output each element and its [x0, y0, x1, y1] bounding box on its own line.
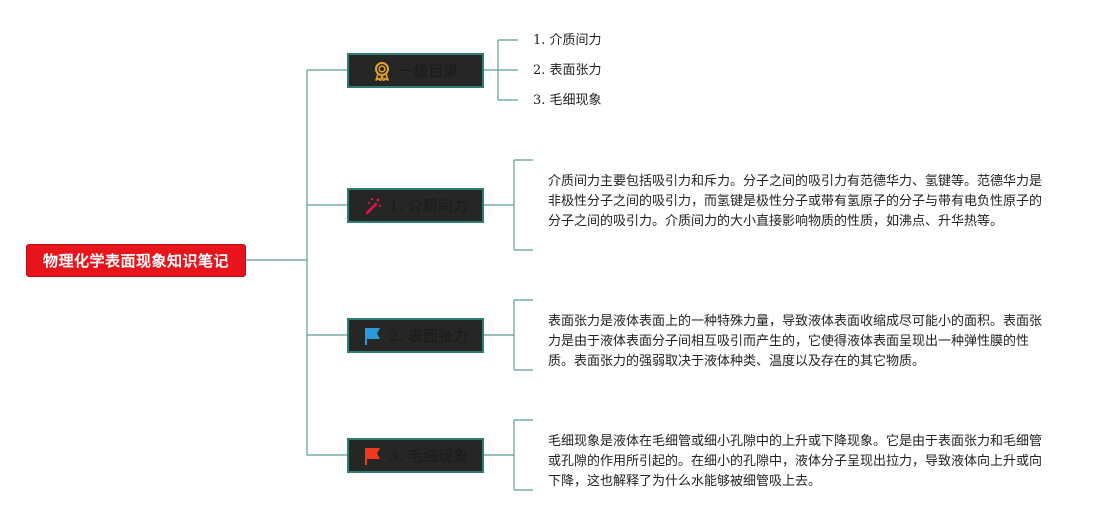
branch-node-intermolecular-force[interactable]: 1. 介质间力: [347, 188, 484, 223]
toc-item[interactable]: 1. 介质间力: [533, 33, 602, 48]
root-node[interactable]: 物理化学表面现象知识笔记: [26, 244, 246, 277]
branch-node-capillary[interactable]: 3. 毛细现象: [347, 438, 484, 473]
root-title: 物理化学表面现象知识笔记: [42, 252, 229, 270]
connector-desc-1: [484, 159, 533, 251]
description-capillary: 毛细现象是液体在毛细管或细小孔隙中的上升或下降现象。它是由于表面张力和毛细管或孔…: [548, 434, 1043, 489]
branch-label: 一级目录: [398, 62, 459, 80]
branch-node-toc[interactable]: 一级目录: [347, 53, 484, 88]
branch-label: 1. 介质间力: [388, 197, 469, 215]
description-intermolecular-force: 介质间力主要包括吸引力和斥力。分子之间的吸引力有范德华力、氢键等。范德华力是非极…: [548, 174, 1043, 229]
connector-toc: [484, 39, 518, 101]
branch-node-surface-tension[interactable]: 2. 表面张力: [347, 318, 484, 353]
award-medal-icon: [372, 61, 392, 81]
description-surface-tension: 表面张力是液体表面上的一种特殊力量，导致液体表面收缩成尽可能小的面积。表面张力是…: [548, 314, 1043, 369]
toc-item[interactable]: 3. 毛细现象: [533, 93, 602, 108]
connector-desc-2: [484, 299, 533, 371]
branch-label: 3. 毛细现象: [388, 447, 469, 465]
connector-desc-3: [484, 419, 533, 491]
toc-item[interactable]: 2. 表面张力: [533, 63, 602, 78]
flag-icon: [363, 326, 383, 346]
magic-wand-icon: [363, 196, 383, 216]
branch-label: 2. 表面张力: [388, 327, 469, 345]
flag-icon: [363, 446, 383, 466]
